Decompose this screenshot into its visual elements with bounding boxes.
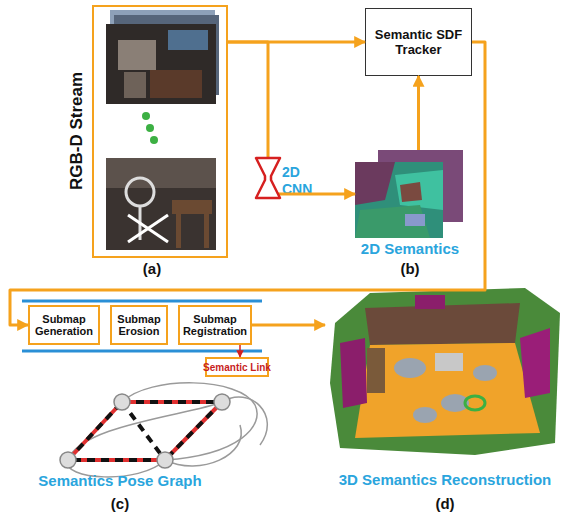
input-panel: RGB-D Stream [92,5,228,258]
pose-graph [122,400,222,404]
link-box: Semantic Link [205,357,269,377]
flow-arrow [228,42,355,194]
rgbd-frames [106,10,219,250]
panel-label: (a) [127,260,177,277]
pose-graph [122,400,222,404]
cnn-hourglass [256,158,280,198]
reconstruction-render [413,407,437,423]
flow-arrow [10,42,485,325]
semantic-masks [355,150,463,238]
node-text: 2D Semantics [345,240,475,257]
rgbd-frames [150,136,158,144]
rgbd-frames [128,215,168,242]
pose-graph-panel: Semantics Pose Graph [50,385,240,470]
pose-graph [68,402,122,460]
process-box: Semantic SDF Tracker [365,8,472,76]
edge-label: 2D CNN [282,164,318,198]
reconstruction-render [367,348,385,393]
reconstruction-render [330,288,560,455]
rgbd-frames [168,30,208,50]
rgbd-frames [172,200,212,214]
reconstruction-render [520,328,550,398]
reconstruction-render [473,365,497,381]
rgbd-frames [118,40,156,70]
rgbd-frames [106,24,216,104]
panel-label: (d) [420,495,470,512]
submap-band-rule [22,350,262,353]
node-text: Submap Registration [180,307,250,343]
reconstruction-render [365,303,520,345]
node-text: Submap Erosion [112,307,166,343]
rgbd-frames [146,124,154,132]
process-box: Submap Registration [178,305,252,345]
reconstruction-render [330,288,560,455]
rgbd-frames [124,72,146,98]
reconstruction-render [394,358,426,378]
pose-graph [60,383,267,477]
reconstruction-panel: 3D Semantics Reconstruction [325,283,565,458]
pose-graph [114,394,130,410]
pose-graph [68,458,165,462]
flow-arrow [252,324,325,327]
panel-label: (c) [95,495,145,512]
rgbd-frames [142,112,150,120]
semantics-panel: 2D Semantics [355,150,463,238]
reconstruction-render [340,338,367,408]
rgbd-frames [126,178,154,206]
submap-band-rule [22,300,262,303]
pose-graph [165,425,241,466]
reconstruction-render [415,295,445,309]
semantic-masks [400,182,422,202]
panel-label: (b) [385,260,435,277]
reconstruction-render [465,396,485,410]
rgbd-frames [128,215,168,242]
pose-graph [214,394,230,410]
flow-arrow [417,76,420,150]
node-text: RGB-D Stream [67,51,87,211]
pose-graph [68,402,122,460]
pose-graph [68,458,165,462]
rgbd-frames [176,214,181,248]
pose-graph [68,402,222,460]
rgbd-frames [204,214,209,248]
process-box: Submap Generation [28,305,100,345]
pose-graph [68,402,222,460]
node-text: Semantics Pose Graph [30,472,210,489]
node-text: Semantic Link [207,359,267,375]
reconstruction-render [355,343,540,438]
rgbd-frames [106,158,216,250]
semantic-masks [395,170,443,210]
rgbd-frames [106,158,216,188]
pose-graph [165,402,222,460]
pose-graph [122,402,165,460]
semantic-masks [355,162,443,238]
node-text: Submap Generation [30,307,98,343]
semantic-masks [405,214,425,226]
reconstruction-render [435,353,463,371]
semantic-masks [355,205,430,238]
pose-graph [60,452,76,468]
flow-arrow [239,345,241,357]
semantic-masks [355,162,395,205]
submap-band-rule [22,301,262,351]
pose-graph [157,452,173,468]
process-box: Submap Erosion [110,305,168,345]
rgbd-frames [150,70,202,98]
node-text: 3D Semantics Reconstruction [325,471,565,488]
flow-arrow [228,41,365,44]
pose-graph [165,402,222,460]
node-text: Semantic SDF Tracker [366,9,471,75]
